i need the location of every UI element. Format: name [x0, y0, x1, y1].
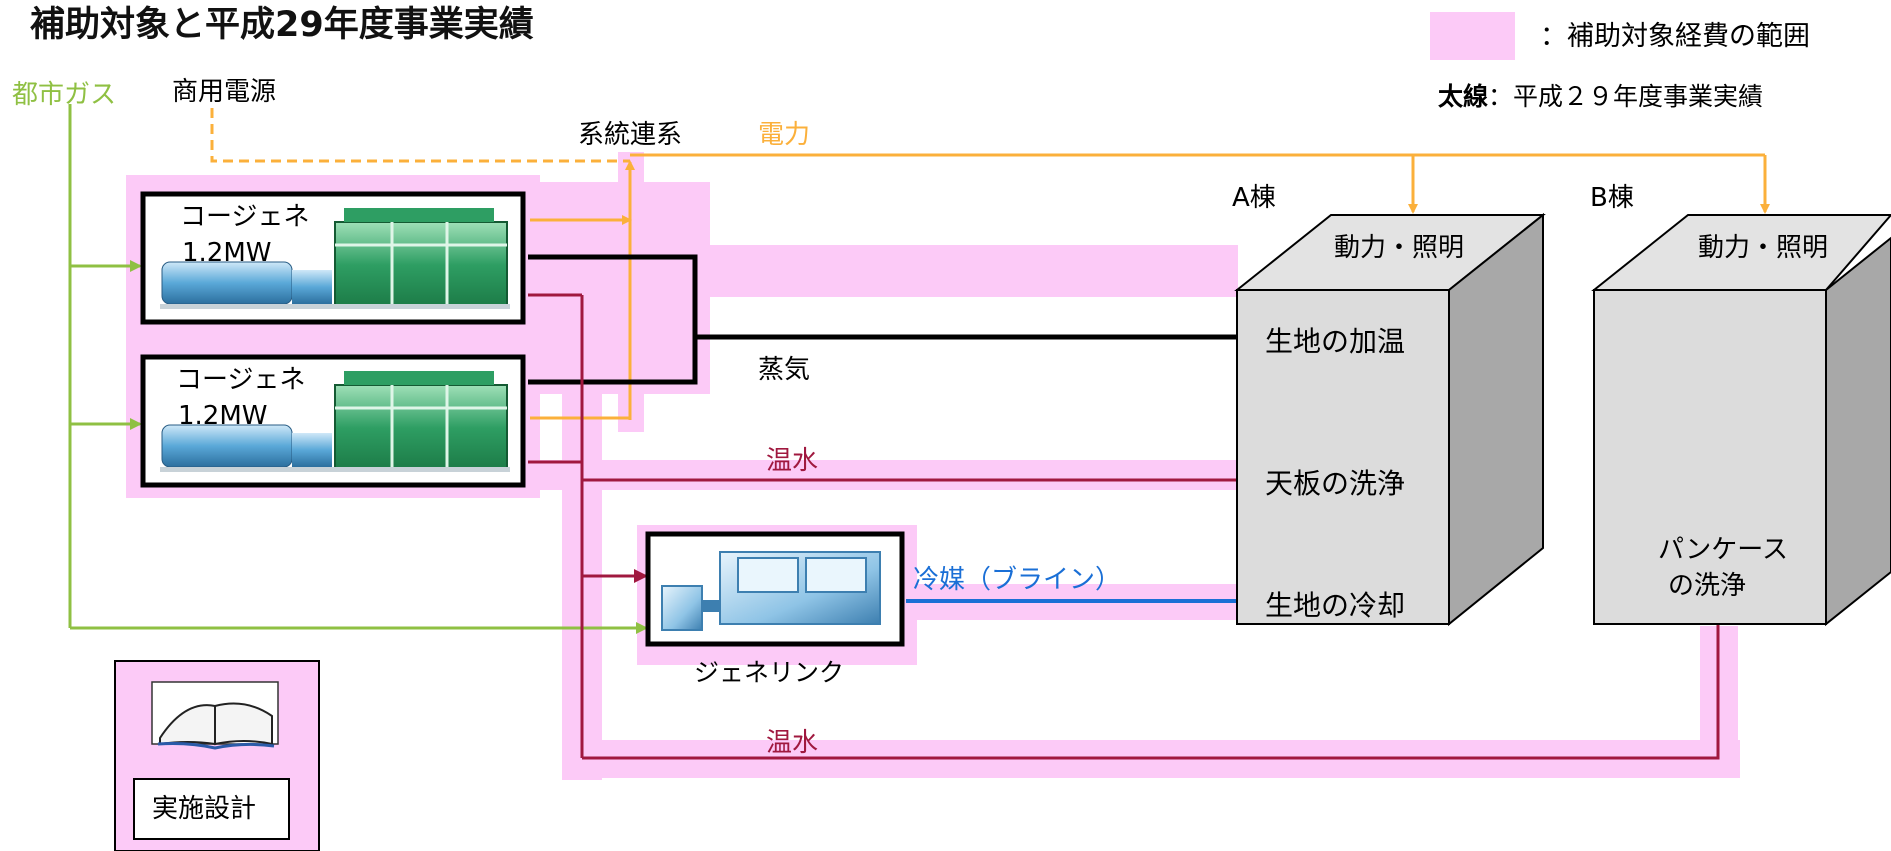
legend-thick-line-note: 太線：平成２９年度事業実績	[1438, 84, 1763, 109]
hot-water-lines	[528, 293, 1725, 760]
city-gas-label: 都市ガス	[12, 80, 117, 110]
design-label: 実施設計	[152, 794, 257, 824]
cogen-1-name: コージェネ	[180, 202, 310, 232]
hot-water-label-1: 温水	[766, 446, 819, 476]
cogen-2-capacity: 1.2MW	[178, 401, 268, 431]
steam-lines	[528, 254, 1260, 385]
power-lines	[210, 108, 1770, 420]
open-book-icon	[151, 681, 279, 750]
building-b-use-line1: パンケース	[1658, 535, 1789, 565]
legend-scope-text: ：補助対象経費の範囲	[1540, 21, 1810, 52]
building-a-use-top-plate-cleaning: 天板の洗浄	[1265, 467, 1406, 500]
building-b-use-line2: の洗浄	[1668, 571, 1747, 601]
brine-label: 冷媒（ブライン）	[913, 565, 1122, 595]
grid-connection-label: 系統連系	[578, 120, 683, 150]
building-a-use-dough-warming: 生地の加温	[1265, 325, 1406, 358]
design-label-box	[133, 778, 290, 840]
cogen-engine-2	[160, 371, 510, 472]
building-b-roof-label: 動力・照明	[1698, 233, 1829, 263]
building-b	[1591, 214, 1891, 627]
building-a-roof-label: 動力・照明	[1334, 233, 1465, 263]
power-label: 電力	[758, 120, 811, 150]
genelink-label: ジェネリンク	[694, 658, 845, 687]
cogen-unit-2	[140, 354, 526, 488]
genelink-unit	[645, 531, 905, 647]
cogen-1-capacity: 1.2MW	[182, 238, 272, 268]
building-b-label: B棟	[1590, 183, 1634, 213]
legend-thick-bold: 太線	[1438, 82, 1489, 111]
commercial-power-label: 商用電源	[172, 77, 277, 107]
cogen-unit-1	[140, 191, 526, 325]
hot-water-label-2: 温水	[766, 728, 819, 758]
cogen-2-name: コージェネ	[176, 365, 306, 395]
page-title: 補助対象と平成29年度事業実績	[30, 5, 534, 45]
legend-thick-rest: ：平成２９年度事業実績	[1488, 82, 1764, 111]
legend-swatch	[1430, 12, 1515, 60]
steam-label: 蒸気	[758, 355, 811, 385]
building-a-label: A棟	[1232, 183, 1276, 213]
building-a-use-dough-cooling: 生地の冷却	[1265, 589, 1406, 622]
cogen-engine-1	[160, 208, 510, 309]
building-a	[1234, 212, 1546, 627]
city-gas-lines	[68, 104, 648, 634]
